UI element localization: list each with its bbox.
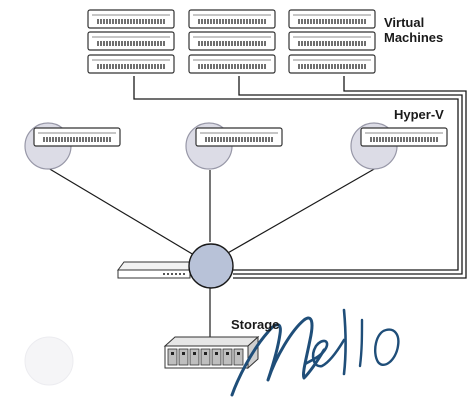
network-hub-icon (188, 243, 234, 289)
rack-server-icon (87, 54, 175, 74)
label-storage: Storage (231, 317, 280, 332)
rack-server-icon (33, 127, 121, 147)
hyperv-host-3 (350, 122, 448, 170)
network-switch-icon (117, 261, 197, 279)
storage-array-icon (163, 335, 260, 370)
rack-server-icon (360, 127, 448, 147)
hyperv-host-1 (24, 122, 121, 170)
rack-server-icon (288, 9, 376, 29)
vm-stack-1 (87, 9, 175, 74)
rack-server-icon (87, 31, 175, 51)
rack-server-icon (288, 54, 376, 74)
rack-server-icon (87, 9, 175, 29)
rack-server-icon (188, 9, 276, 29)
vm-stack-3 (288, 9, 376, 74)
melio-logo (230, 308, 400, 397)
label-virtual-machines-line1: Virtual (384, 15, 425, 30)
label-hyper-v: Hyper-V (394, 107, 444, 122)
hyperv-host-2 (185, 122, 283, 170)
host-links (47, 167, 377, 338)
rack-server-icon (188, 54, 276, 74)
rack-server-icon (288, 31, 376, 51)
label-virtual-machines-line2: Machines (384, 30, 444, 45)
rack-server-icon (188, 31, 276, 51)
rack-server-icon (195, 127, 283, 147)
vm-stack-2 (188, 9, 276, 74)
label-virtual-machines: Virtual Machines (384, 15, 443, 45)
vm-bus-lines (133, 76, 467, 279)
faint-circle (24, 336, 74, 386)
